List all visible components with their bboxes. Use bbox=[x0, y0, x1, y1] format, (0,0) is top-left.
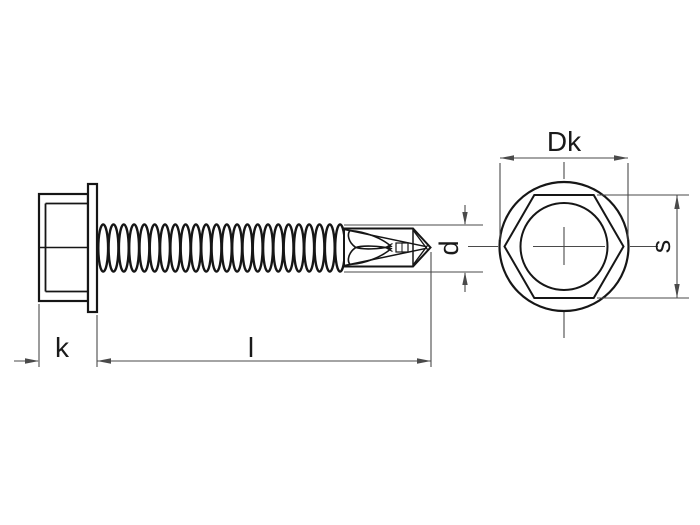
thread-crest bbox=[272, 223, 285, 273]
thread-crest bbox=[241, 223, 254, 273]
thread-crest bbox=[220, 223, 233, 273]
thread-crest bbox=[313, 223, 326, 273]
thread-crest bbox=[292, 223, 306, 273]
dim-label-head-diameter: Dk bbox=[547, 126, 582, 157]
arrowhead-icon bbox=[674, 284, 680, 298]
side-view bbox=[37, 182, 432, 314]
thread-crest bbox=[323, 223, 336, 273]
arrowhead-icon bbox=[500, 155, 514, 161]
flange-circle bbox=[498, 180, 630, 313]
dimension-across-flats: s bbox=[597, 194, 689, 299]
thread-crest bbox=[128, 223, 141, 273]
drill-point bbox=[343, 227, 432, 268]
drill-flute-edge-line bbox=[344, 247, 428, 267]
thread-crest bbox=[251, 223, 264, 273]
drill-flute-edge-line bbox=[344, 228, 428, 248]
arrowhead-icon bbox=[614, 155, 628, 161]
thread-crest bbox=[200, 223, 213, 273]
arrowhead-icon bbox=[462, 272, 468, 285]
thread-crest bbox=[179, 223, 192, 273]
flange-washer bbox=[86, 182, 99, 314]
thread-crest bbox=[107, 223, 120, 273]
dim-label-length: l bbox=[248, 332, 254, 363]
head-top-circle bbox=[519, 202, 609, 291]
hexagon-outline bbox=[503, 194, 625, 299]
dimension-thread-diameter: d bbox=[344, 205, 483, 292]
arrowhead-icon bbox=[25, 358, 39, 364]
thread-crest bbox=[210, 223, 223, 273]
arrowhead-icon bbox=[417, 358, 431, 364]
thread-crest bbox=[261, 223, 275, 273]
dim-label-head-height: k bbox=[55, 332, 70, 363]
thread-crest bbox=[138, 223, 151, 273]
end-view bbox=[468, 162, 658, 338]
thread-crest bbox=[97, 223, 110, 273]
thread-crest bbox=[231, 223, 244, 273]
arrowhead-icon bbox=[462, 212, 468, 225]
arrowhead-icon bbox=[97, 358, 111, 364]
dimension-head-height-and-length: k l bbox=[14, 252, 432, 367]
drill-chisel-detail bbox=[395, 242, 409, 253]
thread-crest bbox=[117, 223, 130, 273]
thread-crest bbox=[158, 223, 172, 273]
thread bbox=[97, 223, 347, 273]
dim-label-thread-diameter: d bbox=[434, 240, 464, 255]
thread-crest bbox=[189, 223, 203, 273]
thread-crest bbox=[169, 223, 182, 273]
dim-label-across-flats: s bbox=[646, 240, 676, 254]
thread-crest bbox=[282, 223, 295, 273]
drill-chisel-chevron bbox=[384, 242, 393, 253]
arrowhead-icon bbox=[674, 195, 680, 209]
thread-crest bbox=[303, 223, 316, 273]
dimension-head-diameter: Dk bbox=[499, 126, 629, 240]
thread-crest bbox=[148, 223, 161, 273]
